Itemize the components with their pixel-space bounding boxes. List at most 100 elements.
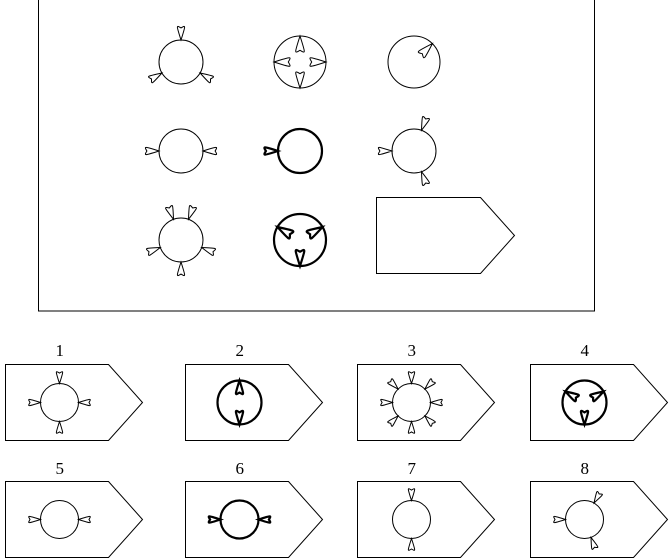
matrix-cell-r3-c2-bulb-1 [294,248,306,270]
option-5-figure-bulb-1 [28,515,43,524]
option-3-figure-bulb-3 [423,414,436,427]
matrix-cell-r1-c1-bulb-0 [176,25,186,42]
option-number: 5 [55,459,65,478]
matrix-cell-r1-c3-bulb-0 [417,42,434,59]
matrix-cell-r2-c3-bulb-1 [420,170,430,186]
matrix-cell-r3-c1-bulb-3 [146,246,162,256]
option-1-figure-bulb-2 [55,419,64,434]
option-7-figure-bulb-1 [407,536,416,551]
option-frame [185,481,324,558]
option-number: 1 [55,341,65,360]
option-4[interactable] [530,364,669,441]
option-number: 6 [235,459,245,478]
matrix-cell-r3-c1-bulb-0 [187,205,197,221]
option-3-figure-bulb-4 [407,419,416,434]
option-frame [185,364,324,441]
option-6-figure-bulb-0 [254,515,272,524]
option-3-figure-bulb-0 [407,371,416,386]
matrix-cell-r3-c1-bulb-1 [200,246,216,256]
matrix-cell-r1-c1-bulb-1 [198,72,214,84]
matrix-cell-r3-c1-bulb-2 [176,260,186,277]
matrix-frame [38,0,595,312]
option-6-figure-circle [219,499,260,540]
option-7-figure [392,488,431,551]
option-frame [357,481,496,558]
option-4-figure-bulb-2 [562,389,580,403]
missing-cell-placeholder [376,197,516,274]
matrix-cell-r1-c2-bulb-0 [295,34,305,53]
option-8-figure [553,490,604,550]
option-4-figure-circle [561,379,608,426]
option-number: 3 [407,341,417,360]
option-8-figure-circle [565,500,604,539]
option-number: 7 [407,459,417,478]
matrix-cell-r3-c2-bulb-0 [305,225,326,240]
matrix-cell-r1-c2-bulb-3 [272,57,291,67]
matrix-cell-r2-c3-bulb-0 [420,116,430,132]
option-5-figure [28,500,91,539]
matrix-cell-r1-c1 [148,25,214,85]
option-6-figure-bulb-1 [207,515,225,524]
matrix-cell-r3-c1-circle [158,217,204,263]
option-3[interactable] [357,364,496,441]
option-2-figure-bulb-1 [234,409,245,429]
matrix-cell-r2-c2 [263,127,324,175]
matrix-cell-r1-c2-bulb-1 [309,57,328,67]
option-1-figure [28,371,91,434]
option-7-figure-bulb-0 [407,488,416,503]
option-6[interactable] [185,481,324,558]
matrix-cell-r3-c2-bulb-2 [274,225,295,240]
matrix-cell-r1-c2 [272,34,328,90]
option-2-figure-circle [216,379,263,426]
option-number: 2 [235,341,245,360]
matrix-cell-r3-c2 [272,212,328,270]
option-3-figure-bulb-2 [428,398,443,407]
matrix-cell-r1-c2-circle [273,35,327,89]
matrix-cell-r1-c1-circle [158,39,204,85]
option-number: 4 [580,341,590,360]
option-frame [5,481,144,558]
option-7[interactable] [357,481,496,558]
option-3-figure-bulb-5 [387,414,400,427]
matrix-cell-r2-c2-bulb-0 [263,146,282,156]
option-3-figure-bulb-1 [423,378,436,391]
option-2-figure-bulb-0 [234,376,245,396]
option-frame [5,364,144,441]
matrix-cell-r3-c1 [146,205,216,277]
matrix-cell-r2-c1 [144,128,218,174]
option-5-figure-bulb-0 [76,515,91,524]
option-2[interactable] [185,364,324,441]
matrix-cell-r2-c1-circle [158,128,204,174]
matrix-cell-r2-c3 [377,116,437,186]
matrix-cell-r1-c3-circle [387,35,441,89]
matrix-cell-r2-c3-bulb-2 [377,146,394,156]
option-1-figure-bulb-0 [55,371,64,386]
option-frame [530,364,669,441]
option-8-figure-bulb-2 [553,515,568,524]
option-number: 8 [580,459,590,478]
option-7-figure-circle [392,500,431,539]
option-5-figure-circle [40,500,79,539]
option-5[interactable] [5,481,144,558]
matrix-cell-r2-c3-circle [391,128,437,174]
matrix-cell-r3-c1-bulb-4 [165,205,175,221]
matrix-cell-r3-c2-circle [272,212,328,268]
option-4-figure [561,379,608,429]
option-1-figure-bulb-3 [28,398,43,407]
matrix-cell-r2-c2-circle [276,127,324,175]
option-3-figure [380,371,443,434]
option-8[interactable] [530,481,669,558]
option-1-figure-bulb-1 [76,398,91,407]
option-8-figure-bulb-0 [593,490,603,505]
option-frame [530,481,669,558]
matrix-cell-r2-c1-bulb-0 [201,146,218,156]
option-8-figure-bulb-1 [590,535,599,550]
option-frame [357,364,496,441]
option-1-figure-circle [40,383,79,422]
matrix-cell-r1-c3 [387,35,441,89]
matrix-cell-r1-c2-bulb-2 [295,71,305,90]
option-4-figure-bulb-1 [579,409,590,429]
option-6-figure [207,499,272,540]
option-1[interactable] [5,364,144,441]
